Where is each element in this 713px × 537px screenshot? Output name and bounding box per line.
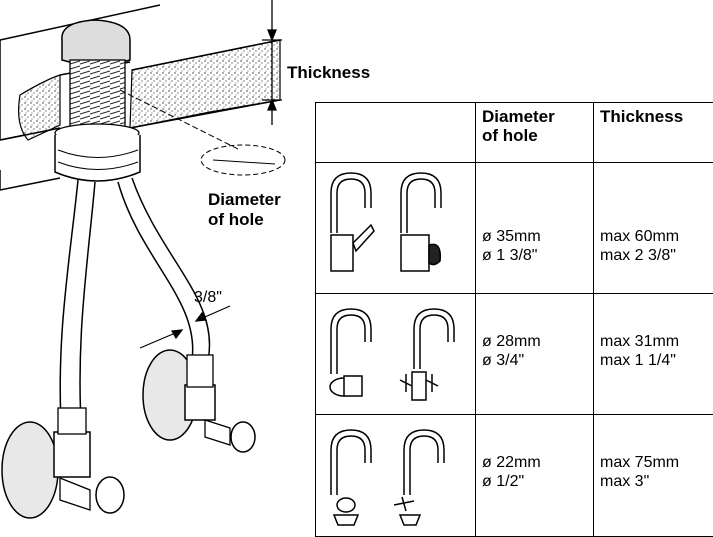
- cross-handle-mixer-icon: [400, 309, 454, 400]
- table-row: ø 28mm ø 3/4" max 31mm max 1 1/4": [316, 294, 713, 415]
- shutoff-valve-right: [143, 350, 255, 452]
- table-row: ø 35mm ø 1 3/8" max 60mm max 2 3/8": [316, 163, 713, 294]
- pipe-size-label: 3/8": [194, 289, 222, 307]
- table-header-diameter: Diameter of hole: [476, 103, 594, 163]
- diameter-label-line1: Diameter: [208, 190, 281, 210]
- table-row: ø 22mm ø 1/2" max 75mm max 3": [316, 415, 713, 537]
- single-lever-side-mixer-icon: [401, 173, 441, 271]
- diameter-cell: ø 35mm ø 1 3/8": [476, 163, 594, 294]
- thickness-label: Thickness: [287, 63, 370, 83]
- faucet-images-cell: [316, 163, 476, 294]
- knob-tap-icon: [331, 430, 371, 525]
- faucet-images-cell: [316, 415, 476, 537]
- thickness-cell: max 75mm max 3": [594, 415, 713, 537]
- thickness-cell: max 31mm max 1 1/4": [594, 294, 713, 415]
- diameter-cell: ø 22mm ø 1/2": [476, 415, 594, 537]
- faucet-shank: [55, 20, 140, 181]
- single-lever-mixer-icon: [331, 173, 374, 271]
- table-header-thickness: Thickness: [594, 103, 713, 163]
- faucet-spec-table: Diameter of hole Thickness: [315, 102, 713, 537]
- diameter-label-line2: of hole: [208, 210, 264, 230]
- cross-handle-tap-icon: [394, 430, 444, 525]
- knob-handle-mixer-icon: [330, 309, 371, 396]
- diameter-cell: ø 28mm ø 3/4": [476, 294, 594, 415]
- shutoff-valve-left: [2, 408, 124, 518]
- table-header-blank: [316, 103, 476, 163]
- thickness-cell: max 60mm max 2 3/8": [594, 163, 713, 294]
- faucet-images-cell: [316, 294, 476, 415]
